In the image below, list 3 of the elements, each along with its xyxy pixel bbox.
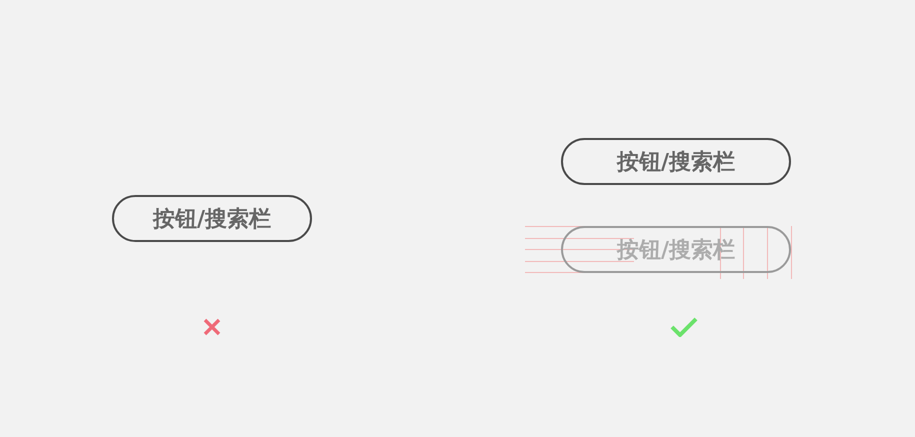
pill-button: 按钮/搜索栏 [112, 195, 312, 242]
pill-button: 按钮/搜索栏 [561, 138, 791, 185]
pill-button: 按钮/搜索栏 [561, 226, 791, 273]
